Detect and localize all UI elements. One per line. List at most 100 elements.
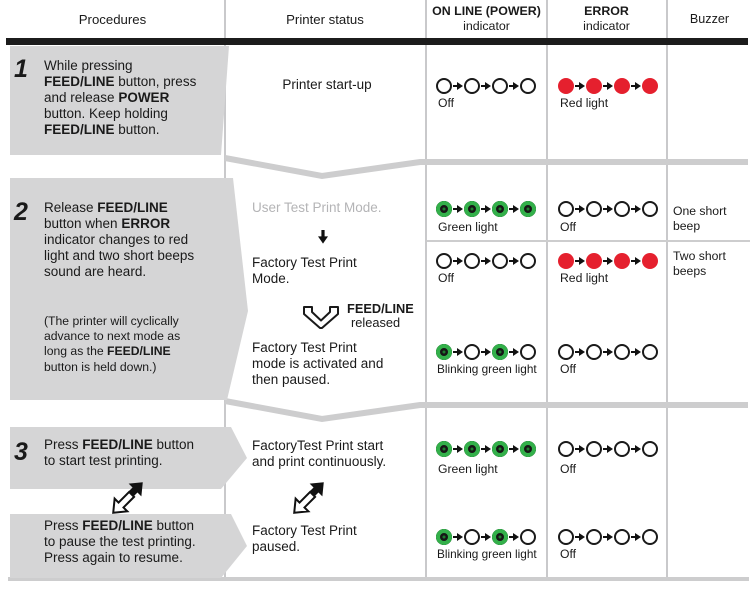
led-off <box>558 344 574 360</box>
led-sequence-online-step3a <box>436 441 536 457</box>
led-off <box>464 344 480 360</box>
column-divider-online <box>425 0 427 577</box>
led-off <box>614 529 630 545</box>
led-sequence-online-step2b <box>436 253 536 269</box>
bottom-rule <box>8 577 749 581</box>
header-online-title: ON LINE (POWER) <box>432 4 541 18</box>
led-off <box>492 253 508 269</box>
led-arrow-icon <box>481 444 491 454</box>
led-sequence-online-step2c <box>436 344 536 360</box>
led-off <box>464 529 480 545</box>
header-buzzer: Buzzer <box>689 12 730 26</box>
led-off <box>586 441 602 457</box>
press-button-icon <box>112 482 143 514</box>
led-arrow-icon <box>509 347 519 357</box>
header-printer-status: Printer status <box>286 12 364 27</box>
led-green <box>436 441 452 457</box>
led-arrow-icon <box>631 204 641 214</box>
led-arrow-icon <box>603 81 613 91</box>
feedline-released-arrow-icon <box>303 306 339 329</box>
led-arrow-icon <box>481 347 491 357</box>
led-off <box>642 201 658 217</box>
column-divider-buzzer <box>666 0 668 577</box>
led-arrow-icon <box>603 444 613 454</box>
led-sequence-online-step2a <box>436 201 536 217</box>
led-green <box>492 201 508 217</box>
led-sequence-error-step2a <box>558 201 658 217</box>
led-off <box>586 344 602 360</box>
led-sequence-error-step3a <box>558 441 658 457</box>
led-off <box>520 253 536 269</box>
led-green <box>464 441 480 457</box>
led-green <box>520 441 536 457</box>
led-label: Blinking green light <box>437 547 537 561</box>
led-arrow-icon <box>509 204 519 214</box>
led-off <box>642 344 658 360</box>
header-error-sub: indicator <box>583 19 630 33</box>
led-label: Off <box>438 271 455 285</box>
led-green <box>520 201 536 217</box>
led-green <box>492 529 508 545</box>
led-sequence-online-step1 <box>436 78 536 94</box>
led-off <box>614 344 630 360</box>
led-off <box>436 78 452 94</box>
led-green <box>436 529 452 545</box>
led-arrow-icon <box>453 532 463 542</box>
led-arrow-icon <box>481 256 491 266</box>
led-off <box>464 78 480 94</box>
subrow-divider <box>427 240 750 243</box>
led-off <box>492 78 508 94</box>
led-off <box>558 441 574 457</box>
led-off <box>614 201 630 217</box>
led-label: Green light <box>438 462 498 476</box>
led-off <box>586 201 602 217</box>
led-red <box>558 253 574 269</box>
procedure-box-step3-pause <box>10 514 247 578</box>
led-red <box>586 253 602 269</box>
led-arrow-icon <box>575 444 585 454</box>
led-label: Off <box>560 362 577 376</box>
led-arrow-icon <box>453 81 463 91</box>
led-red <box>558 78 574 94</box>
step1-status-text: Printer start-up <box>282 77 372 92</box>
feedline-released-label-bold: FEED/LINE <box>347 301 414 316</box>
led-green <box>492 344 508 360</box>
header-procedures: Procedures <box>78 12 147 27</box>
led-arrow-icon <box>453 444 463 454</box>
column-divider-error <box>546 0 548 577</box>
press-button-icon <box>293 482 324 514</box>
led-label: Red light <box>560 96 609 110</box>
procedure-box-step2 <box>10 178 248 400</box>
feedline-released-label: released <box>351 315 401 330</box>
led-sequence-error-step3b <box>558 529 658 545</box>
header-black-rule <box>6 38 748 45</box>
step2-number: 2 <box>14 198 28 226</box>
led-arrow-icon <box>603 532 613 542</box>
led-label: Off <box>560 547 577 561</box>
procedure-box-step3-start <box>10 427 247 489</box>
led-red <box>614 253 630 269</box>
led-sequence-online-step3b <box>436 529 536 545</box>
led-arrow-icon <box>603 256 613 266</box>
led-arrow-icon <box>631 256 641 266</box>
led-arrow-icon <box>603 204 613 214</box>
led-off <box>558 201 574 217</box>
led-off <box>436 253 452 269</box>
down-arrow-icon <box>318 230 328 244</box>
led-red <box>614 78 630 94</box>
led-arrow-icon <box>481 81 491 91</box>
procedure-box-step1 <box>10 46 229 155</box>
led-arrow-icon <box>575 204 585 214</box>
led-off <box>520 78 536 94</box>
led-off <box>558 529 574 545</box>
led-arrow-icon <box>575 532 585 542</box>
led-green <box>492 441 508 457</box>
